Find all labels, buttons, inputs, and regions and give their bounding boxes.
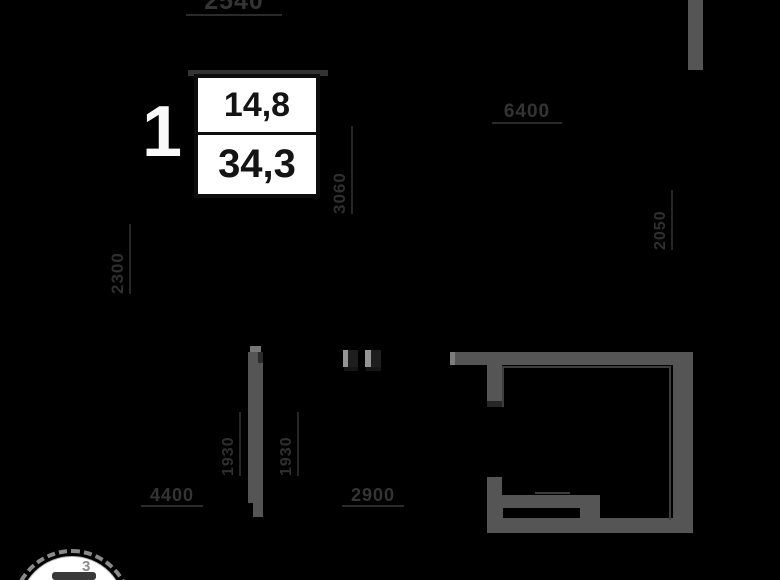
dimension-top: 2540 (186, 0, 282, 17)
dimension-bottom-left: 4400 (141, 486, 203, 507)
door-jamb-right-shadow (366, 367, 381, 371)
wall-above-area-box (188, 70, 328, 76)
wall-middle-bottom-notch (248, 503, 253, 517)
window-slot (503, 508, 580, 518)
wall-room-right (673, 352, 693, 533)
wall-room-left-upper (487, 352, 502, 407)
door-jamb-right (371, 350, 381, 367)
room-inner-outline-top (502, 366, 670, 368)
dimension-hall-width: 6400 (492, 102, 562, 124)
door-jamb-left-shadow (344, 367, 358, 371)
wall-room-bottom (598, 518, 675, 533)
wall-top-right-vertical (688, 0, 703, 70)
wall-middle-vertical (248, 352, 263, 517)
dimension-right-height: 2050 (652, 190, 673, 250)
compass-building-shape (52, 572, 96, 580)
wall-middle-top-notch (258, 352, 263, 363)
room-inner-outline-left (502, 366, 504, 407)
door-jamb-left (348, 350, 358, 367)
room-inner-outline-right (669, 366, 671, 520)
wall-room-top (450, 352, 693, 365)
total-area-value: 34,3 (198, 135, 316, 194)
dimension-bottom-mid: 2900 (342, 486, 404, 507)
window-sill-line (535, 492, 570, 494)
room-area-value: 14,8 (198, 78, 316, 133)
wall-room-top-tip (450, 352, 455, 365)
area-info-box: 14,8 34,3 (194, 74, 320, 198)
unit-number: 1 (142, 92, 183, 172)
door-jamb-right-face (365, 350, 371, 367)
dimension-box-side: 3060 (330, 126, 353, 214)
floor-badge: 3 (82, 558, 91, 575)
wall-middle-top-tip (250, 346, 261, 352)
dimension-wall-right: 1930 (278, 412, 299, 476)
door-jamb-left-face (343, 350, 348, 367)
wall-room-left-upper-stub (487, 401, 502, 407)
dimension-left-height: 2300 (108, 224, 131, 294)
dimension-wall-left: 1930 (220, 412, 241, 476)
